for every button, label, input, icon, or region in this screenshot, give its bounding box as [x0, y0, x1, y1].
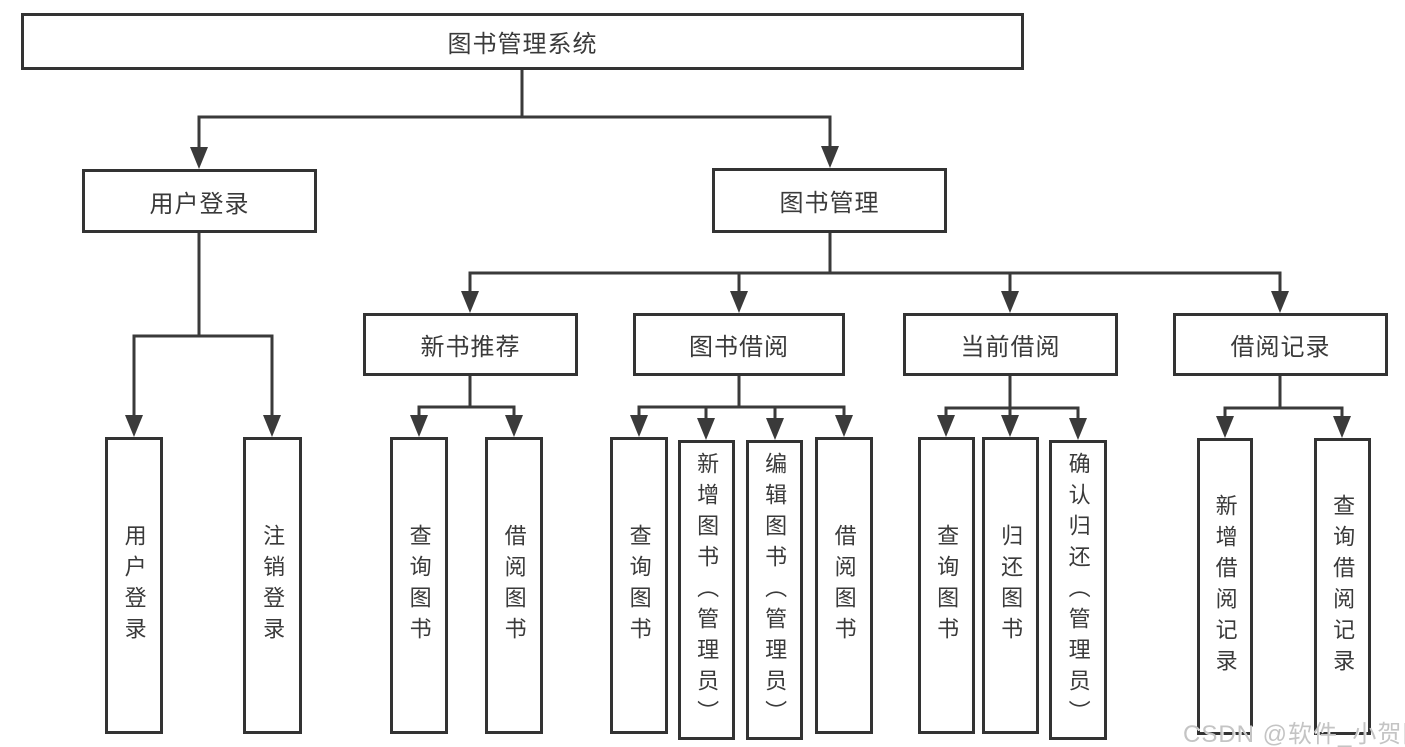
node-label: 查询图书: [934, 523, 960, 648]
node-query-books-3: 查询图书: [918, 437, 975, 734]
node-label: 注销登录: [260, 523, 286, 648]
node-book-management: 图书管理: [712, 168, 947, 233]
node-borrow-books-1: 借阅图书: [485, 437, 543, 734]
node-label: 新书推荐: [420, 334, 521, 361]
node-user-login-leaf: 用户登录: [105, 437, 163, 734]
node-label: 借阅记录: [1230, 334, 1331, 361]
node-new-book-recommend: 新书推荐: [363, 313, 578, 376]
node-label: 图书管理: [779, 190, 880, 217]
node-label: 确认归还（管理员）: [1065, 452, 1091, 731]
node-label: 查询图书: [626, 523, 652, 648]
node-label: 查询图书: [406, 523, 432, 648]
node-library-management-system: 图书管理系统: [21, 13, 1024, 70]
node-query-books-1: 查询图书: [390, 437, 448, 734]
node-query-borrow-record: 查询借阅记录: [1314, 438, 1371, 735]
node-label: 图书借阅: [689, 334, 789, 361]
node-label: 用户登录: [149, 190, 250, 218]
node-query-books-2: 查询图书: [610, 437, 668, 734]
node-current-borrow: 当前借阅: [903, 313, 1118, 376]
node-add-borrow-record: 新增借阅记录: [1197, 438, 1253, 735]
node-label: 新增图书（管理员）: [694, 452, 720, 731]
node-label: 编辑图书（管理员）: [762, 452, 788, 731]
node-label: 当前借阅: [960, 334, 1061, 361]
node-label: 查询借阅记录: [1330, 493, 1356, 680]
node-label: 新增借阅记录: [1212, 493, 1238, 680]
watermark: CSDN @软件_小贺同学: [1183, 721, 1405, 747]
node-label: 图书管理系统: [447, 31, 598, 58]
node-label: 归还图书: [998, 523, 1024, 648]
node-return-books: 归还图书: [982, 437, 1039, 734]
node-label: 借阅图书: [831, 523, 857, 648]
node-borrow-books-2: 借阅图书: [815, 437, 873, 734]
node-logout: 注销登录: [243, 437, 302, 734]
node-user-login: 用户登录: [82, 169, 317, 233]
node-label: 用户登录: [121, 523, 147, 648]
node-edit-book-admin: 编辑图书（管理员）: [746, 440, 803, 740]
node-add-book-admin: 新增图书（管理员）: [678, 440, 735, 740]
node-confirm-return-admin: 确认归还（管理员）: [1049, 440, 1107, 740]
node-borrow-records: 借阅记录: [1173, 313, 1388, 376]
node-book-borrow: 图书借阅: [633, 313, 845, 376]
node-label: 借阅图书: [501, 523, 527, 648]
